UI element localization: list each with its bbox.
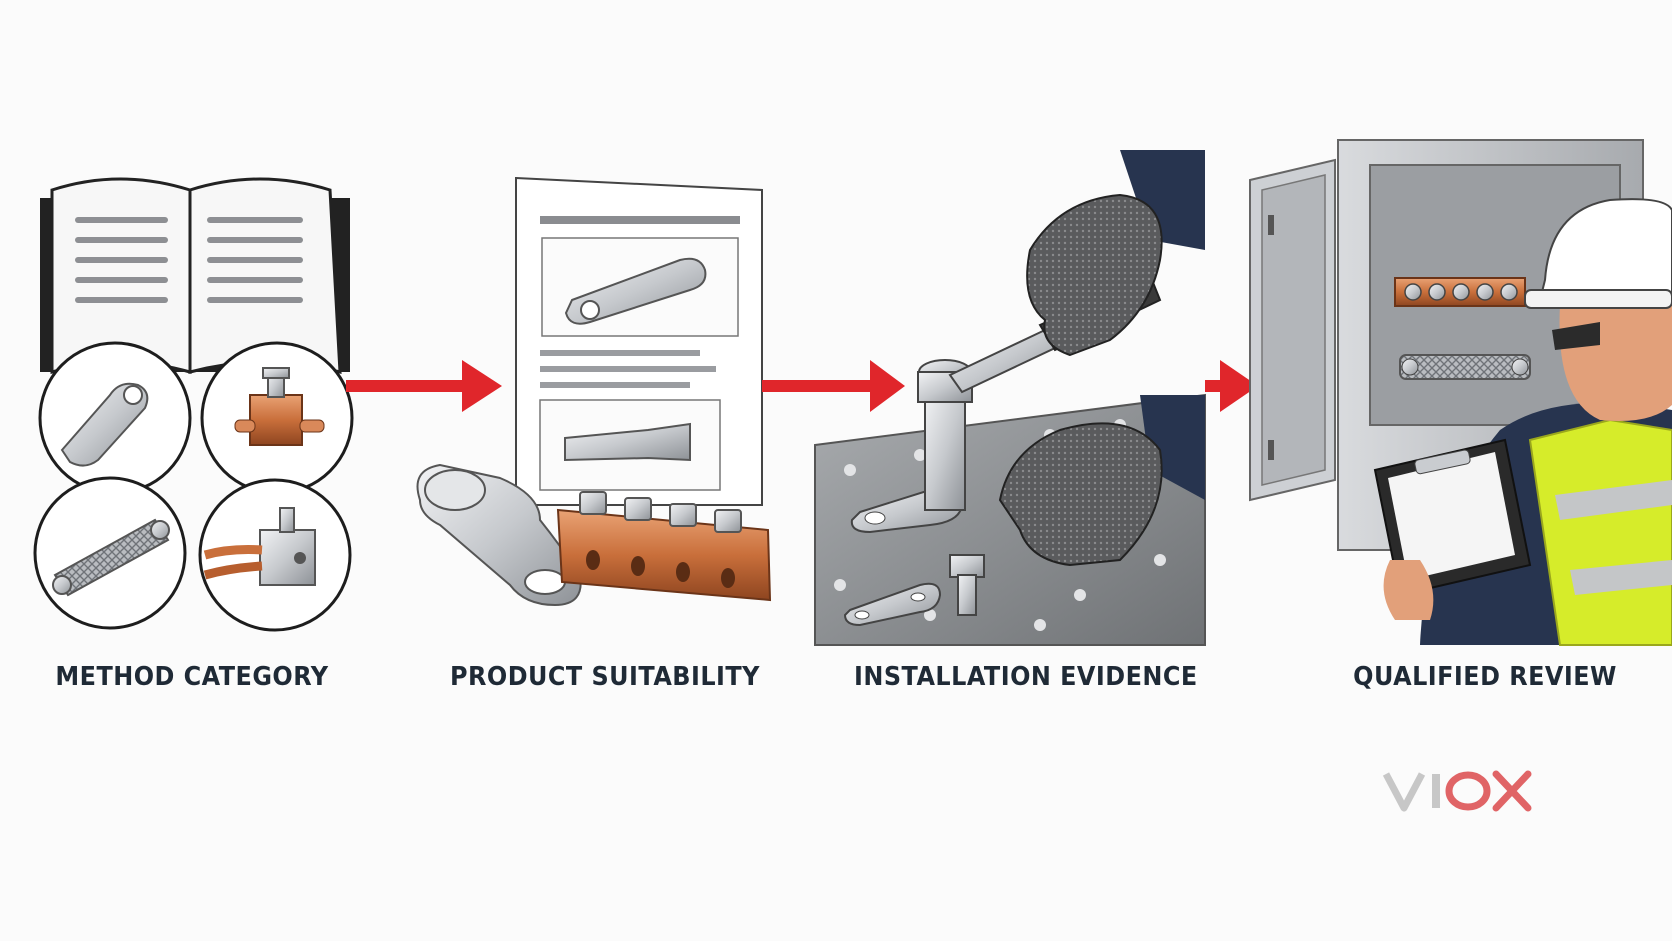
braided-jumper-icon: [33, 476, 187, 630]
step-3-illustration: [814, 150, 1206, 646]
step-label-installation-evidence: INSTALLATION EVIDENCE: [854, 662, 1198, 692]
lug-diagram-icon: [564, 257, 707, 325]
step-2-illustration: [416, 176, 772, 607]
inspector-icon: [1420, 198, 1672, 646]
small-lug-icon: [843, 582, 942, 627]
flow-arrow-3: [1205, 360, 1258, 412]
terminal-block-icon: [556, 491, 772, 602]
step-1-illustration: [33, 177, 354, 632]
hard-hat-icon: [1538, 198, 1672, 301]
gloved-hand-icon: [998, 150, 1205, 567]
bolt-icon: [949, 554, 985, 616]
step-label-qualified-review: QUALIFIED REVIEW: [1353, 662, 1617, 692]
clipboard-icon: [1373, 438, 1532, 620]
crimp-sleeve-diagram-icon: [564, 422, 691, 462]
cable-lug-icon: [38, 341, 192, 495]
wire-connector-icon: [198, 478, 352, 632]
flow-arrow-2: [762, 360, 905, 412]
busbar-icon: [1394, 277, 1526, 307]
braided-jumper-icon: [1399, 354, 1531, 380]
split-bolt-clamp-icon: [200, 341, 354, 495]
viox-logo: [1382, 770, 1532, 812]
step-label-method-category: METHOD CATEGORY: [55, 662, 329, 692]
open-book-icon: [40, 177, 350, 375]
viox-logo-mark: [1382, 770, 1532, 812]
step-4-illustration: [1249, 139, 1672, 646]
step-label-product-suitability: PRODUCT SUITABILITY: [450, 662, 760, 692]
flow-arrow-1: [346, 360, 502, 412]
